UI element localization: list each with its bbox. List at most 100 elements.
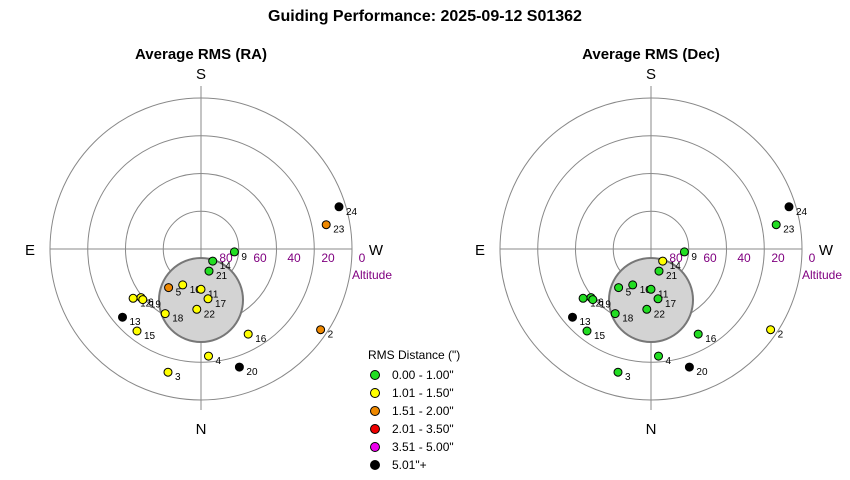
direction-label-left: E [475,242,485,259]
point-label: 21 [216,271,228,282]
altitude-tick-label: 40 [737,251,751,265]
legend-swatch [370,460,380,470]
point-label: 17 [215,299,227,310]
data-point [654,351,663,361]
data-point [138,295,148,305]
point-label: 24 [796,207,808,218]
legend-label: 3.51 - 5.00" [392,440,454,454]
point-label: 4 [216,356,222,367]
legend-swatch [370,442,380,452]
direction-label-left: E [25,242,35,259]
point-label: 15 [594,331,606,342]
data-point [766,325,776,335]
point-label: 20 [696,367,708,378]
point-label: 18 [172,314,184,325]
altitude-tick-label: 80 [669,251,683,265]
altitude-axis-label: Altitude [352,268,392,282]
data-point [568,312,577,322]
data-point [784,202,794,212]
point-label: 14 [670,261,682,272]
data-point [610,309,620,319]
legend-item: 2.01 - 3.50" [368,420,460,438]
data-point [628,280,638,290]
data-point [653,294,663,304]
legend-label: 1.01 - 1.50" [392,386,454,400]
data-point [203,294,213,304]
point-label: 6 [148,298,154,309]
point-label: 11 [658,289,669,300]
data-point [646,284,656,294]
point-label: 12 [140,298,152,309]
data-point [321,220,331,230]
data-point [163,367,173,377]
data-point [658,256,668,266]
point-label: 5 [626,288,632,299]
point-label: 20 [246,367,258,378]
data-point [234,362,244,372]
point-label: 17 [665,299,677,310]
data-point [693,329,703,339]
direction-label-top: S [646,66,656,83]
data-point [679,247,689,257]
point-label: 10 [190,285,202,296]
legend-item: 0.00 - 1.00" [368,366,460,384]
point-label: 22 [654,309,666,320]
legend-swatch [370,370,380,380]
data-point [654,266,664,276]
altitude-tick-label: 20 [321,251,335,265]
page-title: Guiding Performance: 2025-09-12 S01362 [268,8,582,25]
point-label: 2 [778,330,784,341]
direction-label-top: S [196,66,206,83]
point-label: 23 [333,225,345,236]
data-point [229,247,239,257]
data-point [334,202,344,212]
data-point [160,309,170,319]
direction-label-bottom: N [646,421,657,438]
point-label: 16 [705,334,717,345]
data-point [118,312,127,322]
legend-item: 5.01"+ [368,456,460,474]
legend: RMS Distance (") 0.00 - 1.00"1.01 - 1.50… [368,348,460,474]
chart-title: Average RMS (Dec) [582,46,720,63]
legend-item: 1.51 - 2.00" [368,402,460,420]
point-label: 19 [150,300,162,311]
direction-label-right: W [369,242,384,259]
point-label: 16 [255,334,267,345]
legend-label: 0.00 - 1.00" [392,368,454,382]
altitude-tick-label: 0 [809,251,816,265]
altitude-tick-label: 60 [703,251,717,265]
point-label: 6 [598,298,604,309]
legend-item: 1.01 - 1.50" [368,384,460,402]
legend-swatch [370,406,380,416]
point-label: 5 [176,288,182,299]
data-point [684,362,694,372]
data-point [614,283,624,293]
data-point [588,295,598,305]
point-label: 22 [204,309,216,320]
point-label: 2 [328,330,334,341]
altitude-tick-label: 40 [287,251,301,265]
point-label: 15 [144,331,156,342]
altitude-axis-label: Altitude [802,268,842,282]
data-point [196,284,206,294]
altitude-tick-label: 60 [253,251,267,265]
point-label: 24 [346,207,358,218]
data-point [243,329,253,339]
data-point [128,293,138,303]
legend-swatch [370,388,380,398]
data-point [192,304,202,314]
data-point [642,304,652,314]
point-label: 13 [130,317,142,328]
legend-swatch [370,424,380,434]
legend-label: 2.01 - 3.50" [392,422,454,436]
altitude-tick-label: 20 [771,251,785,265]
point-label: 3 [175,372,181,383]
data-point [316,325,326,335]
point-label: 18 [622,314,634,325]
point-label: 9 [691,252,697,263]
point-label: 3 [625,372,631,383]
legend-item: 3.51 - 5.00" [368,438,460,456]
